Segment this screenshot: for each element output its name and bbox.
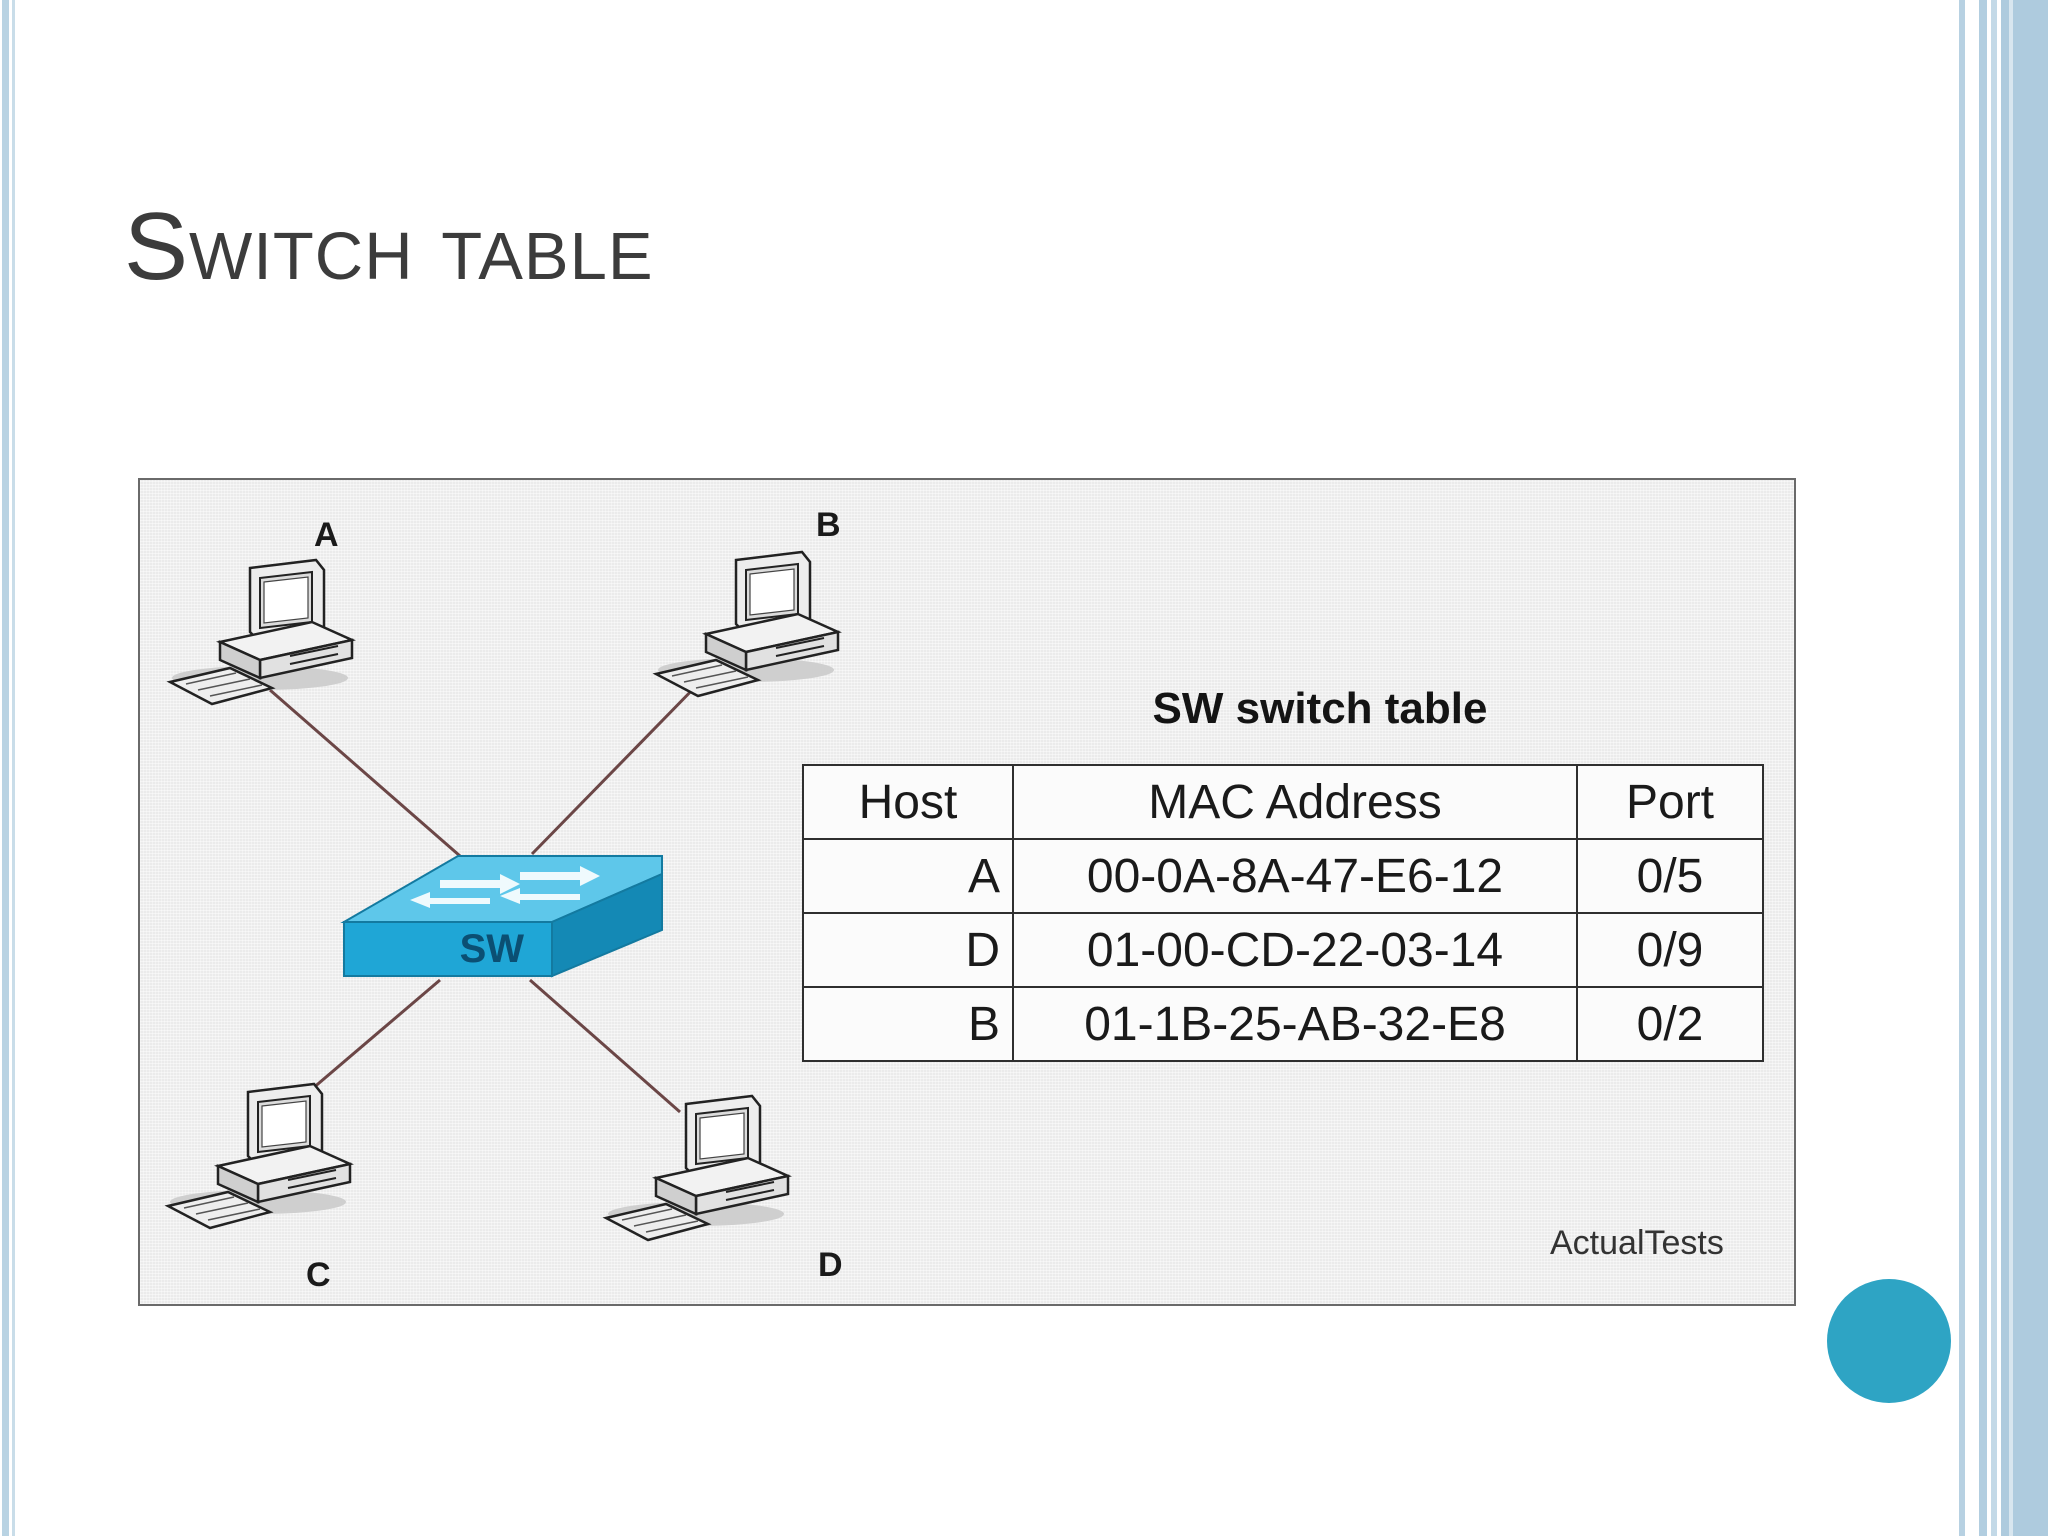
computer-d-icon [604,1094,790,1242]
switch-table-title: SW switch table [1152,684,1488,733]
table-header-row: Host MAC Address Port [802,764,1764,840]
switch-table: Host MAC Address Port A 00-0A-8A-47-E6-1… [802,764,1764,1062]
cell-mac: 00-0A-8A-47-E6-12 [1012,838,1578,914]
host-label-b: B [816,506,841,544]
table-row: B 01-1B-25-AB-32-E8 0/2 [802,986,1764,1062]
cell-host: A [802,838,1014,914]
switch-icon [340,855,663,978]
computer-a-icon [168,558,354,706]
cell-mac: 01-00-CD-22-03-14 [1012,912,1578,988]
cell-host: B [802,986,1014,1062]
cell-port: 0/5 [1576,838,1764,914]
switch-label: SW [460,927,525,971]
right-border-decoration [1955,0,2048,1536]
computer-c-icon [166,1082,352,1230]
host-label-d: D [818,1246,843,1284]
cell-port: 0/2 [1576,986,1764,1062]
cable-b [530,680,702,856]
cable-a [269,688,461,858]
header-host: Host [802,764,1014,840]
accent-circle-decoration [1827,1279,1951,1403]
header-mac-address: MAC Address [1012,764,1578,840]
network-diagram-figure: SW A B C D SW switch table Host MAC Addr… [138,478,1796,1306]
computer-b-icon [654,550,840,698]
host-label-c: C [306,1256,331,1294]
table-row: A 00-0A-8A-47-E6-12 0/5 [802,838,1764,914]
host-label-a: A [314,516,339,554]
left-border-decoration [0,0,22,1536]
cable-d [529,978,681,1114]
table-row: D 01-00-CD-22-03-14 0/9 [802,912,1764,988]
slide-title: Switch table [124,193,654,300]
watermark-text: ActualTests [1550,1224,1724,1262]
cell-mac: 01-1B-25-AB-32-E8 [1012,986,1578,1062]
cell-port: 0/9 [1576,912,1764,988]
network-topology: SW [166,550,840,1242]
cell-host: D [802,912,1014,988]
header-port: Port [1576,764,1764,840]
